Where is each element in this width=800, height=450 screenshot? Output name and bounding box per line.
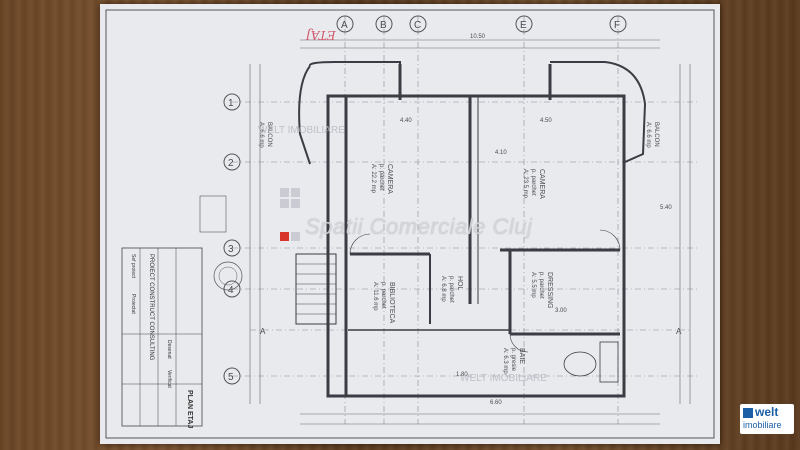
room-finish: p. gresie [510, 348, 516, 372]
title-block-line: Proiectat [130, 294, 136, 314]
room-area: A: 23.5 mp [522, 169, 528, 199]
welt-logo: welt imobiliare [740, 404, 794, 434]
watermark-welt: WELT IMOBILIARE [258, 125, 345, 136]
title-block-line: Desenat [166, 340, 172, 359]
axis-letter: B [380, 20, 387, 31]
dimension-label: 1.80 [456, 372, 468, 378]
room-label-biblioteca: BIBLIOTECA p. parchet A: 11.6 mp [372, 282, 395, 324]
title-block: PROIECT CONSTRUCT CONSULTING Sef proiect… [121, 195, 243, 428]
room-label-baie: BAIE p. gresie A: 6.3 mp [502, 348, 525, 374]
room-label-camera-2: CAMERA p. parchet A: 23.5 mp [522, 169, 545, 199]
room-name: BALCON [653, 122, 659, 147]
dimension-label: 4.50 [540, 118, 552, 124]
dimension-label: 3.00 [555, 308, 567, 314]
room-name: HOL [456, 276, 463, 291]
stamp [213, 261, 243, 291]
axis-letter: C [414, 20, 421, 31]
axis-number: 5 [228, 372, 234, 383]
room-finish: p. parchet [448, 276, 454, 303]
section-markers: A A [260, 327, 682, 336]
room-label-balcon-right: BALCON A: 6.6 mp [645, 122, 659, 148]
axis-letter-markers: A B C E F [336, 15, 627, 33]
dimension-label: 4.10 [495, 150, 507, 156]
dimension-label: 4.40 [400, 118, 412, 124]
room-area: A: 11.6 mp [372, 282, 378, 311]
floor-plan-sheet: A B C E F 1 2 3 4 5 [100, 4, 720, 444]
floor-plan-drawing: A B C E F 1 2 3 4 5 [105, 9, 715, 439]
dimension-label: 10.50 [470, 34, 486, 40]
title-block-line: Verificat [166, 370, 172, 388]
room-label-balcon-left: BALCON A: 6.6 mp [258, 122, 272, 148]
axis-number: 2 [228, 158, 234, 169]
handwritten-note: ETAJ [306, 28, 336, 42]
logo-subtitle: imobiliare [743, 420, 782, 430]
room-area: A: 6.3 mp [502, 348, 508, 374]
section-mark: A [676, 327, 682, 336]
building-walls [295, 61, 647, 398]
room-area: A: 6.6 mp [645, 122, 651, 148]
room-area: A: 6.6 mp [258, 122, 264, 148]
title-block-company: PROIECT CONSTRUCT CONSULTING [148, 254, 154, 361]
dimension-label: 6.60 [490, 400, 502, 406]
room-name: CAMERA [538, 169, 545, 199]
room-name: DRESSING [546, 272, 553, 309]
room-finish: p. parchet [380, 282, 386, 309]
axis-letter: A [341, 20, 348, 31]
room-finish: p. parchet [378, 164, 384, 191]
section-mark: A [260, 327, 266, 336]
dimension-label: 5.40 [660, 205, 672, 211]
axis-number-markers: 1 2 3 4 5 [223, 93, 241, 385]
room-label-dressing: DRESSING p. parchet A: 5.5 mp [530, 272, 553, 309]
title-block-plan-label: PLAN ETAJ [186, 390, 193, 428]
room-area: A: 22.2 mp [370, 164, 376, 194]
axis-number: 4 [228, 285, 234, 296]
axis-number: 1 [228, 98, 234, 109]
room-labels: BALCON A: 6.6 mp BALCON A: 6.6 mp CAMERA… [258, 122, 659, 374]
dimension-lines [249, 39, 691, 425]
room-name: BAIE [518, 348, 525, 364]
room-name: CAMERA [386, 164, 393, 194]
room-finish: p. parchet [530, 169, 536, 196]
axis-number: 3 [228, 244, 234, 255]
room-label-hol: HOL p. parchet A: 6.8 mp [440, 276, 463, 303]
axis-letter: E [520, 20, 527, 31]
room-label-camera-1: CAMERA p. parchet A: 22.2 mp [370, 164, 393, 194]
room-area: A: 6.8 mp [440, 276, 446, 302]
watermark-welt: WELT IMOBILIARE [460, 373, 547, 384]
watermark-text: Spatii Comerciale Cluj [305, 214, 533, 239]
logo-name: welt [755, 405, 779, 419]
room-finish: p. parchet [538, 272, 544, 299]
watermark-logo-icon [280, 188, 300, 241]
axis-letter: F [614, 20, 620, 31]
room-name: BIBLIOTECA [388, 282, 395, 324]
welt-logo-icon [743, 408, 753, 418]
dimension-labels: 10.50 4.40 4.50 4.10 5.40 3.00 1.80 6.60 [400, 34, 672, 406]
title-block-line: Sef proiect [130, 254, 136, 279]
room-area: A: 5.5 mp [530, 272, 536, 298]
room-name: BALCON [266, 122, 272, 147]
